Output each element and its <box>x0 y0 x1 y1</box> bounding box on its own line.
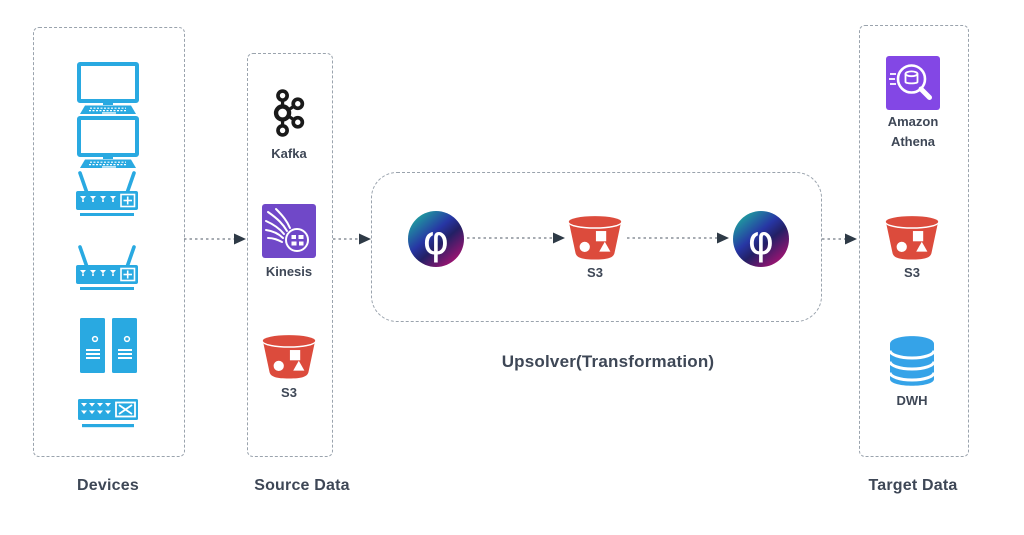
transformation-s3-label: S3 <box>587 265 603 280</box>
network-switch-icon <box>78 399 138 428</box>
upsolver-group-label: Upsolver(Transformation) <box>501 352 715 371</box>
dwh-database-icon <box>888 336 936 386</box>
amazon-athena-icon <box>886 56 940 110</box>
upsolver-icon: φ <box>733 211 789 267</box>
target-s3-label: S3 <box>904 265 920 280</box>
desktop-computer-icon <box>77 116 139 168</box>
s3-icon <box>885 216 939 260</box>
target-data-group-label: Target Data <box>868 477 958 494</box>
upsolver-icon: φ <box>408 211 464 267</box>
dwh-label: DWH <box>896 393 928 408</box>
kafka-icon <box>273 89 305 137</box>
target-data-group-box <box>859 25 969 457</box>
wireless-router-icon <box>76 245 138 290</box>
server-towers-icon <box>80 318 137 373</box>
desktop-computer-icon <box>77 62 139 114</box>
source-data-group-box <box>247 53 333 457</box>
kafka-label: Kafka <box>271 146 307 161</box>
source-s3-label: S3 <box>281 385 297 400</box>
arrowhead-icon <box>234 233 246 245</box>
athena-label: Amazon Athena <box>887 114 939 149</box>
devices-group-label: Devices <box>77 477 139 494</box>
arrowhead-icon <box>845 233 857 245</box>
source-data-group-label: Source Data <box>254 477 350 494</box>
arrowhead-icon <box>359 233 371 245</box>
kinesis-icon <box>262 204 316 258</box>
upsolver-phi-glyph: φ <box>748 218 774 264</box>
devices-group-box <box>33 27 185 457</box>
s3-icon <box>262 335 316 379</box>
upsolver-phi-glyph: φ <box>423 218 449 264</box>
wireless-router-icon <box>76 171 138 216</box>
kinesis-label: Kinesis <box>265 264 313 279</box>
s3-icon <box>568 216 622 260</box>
upsolver-group-box <box>371 172 822 322</box>
